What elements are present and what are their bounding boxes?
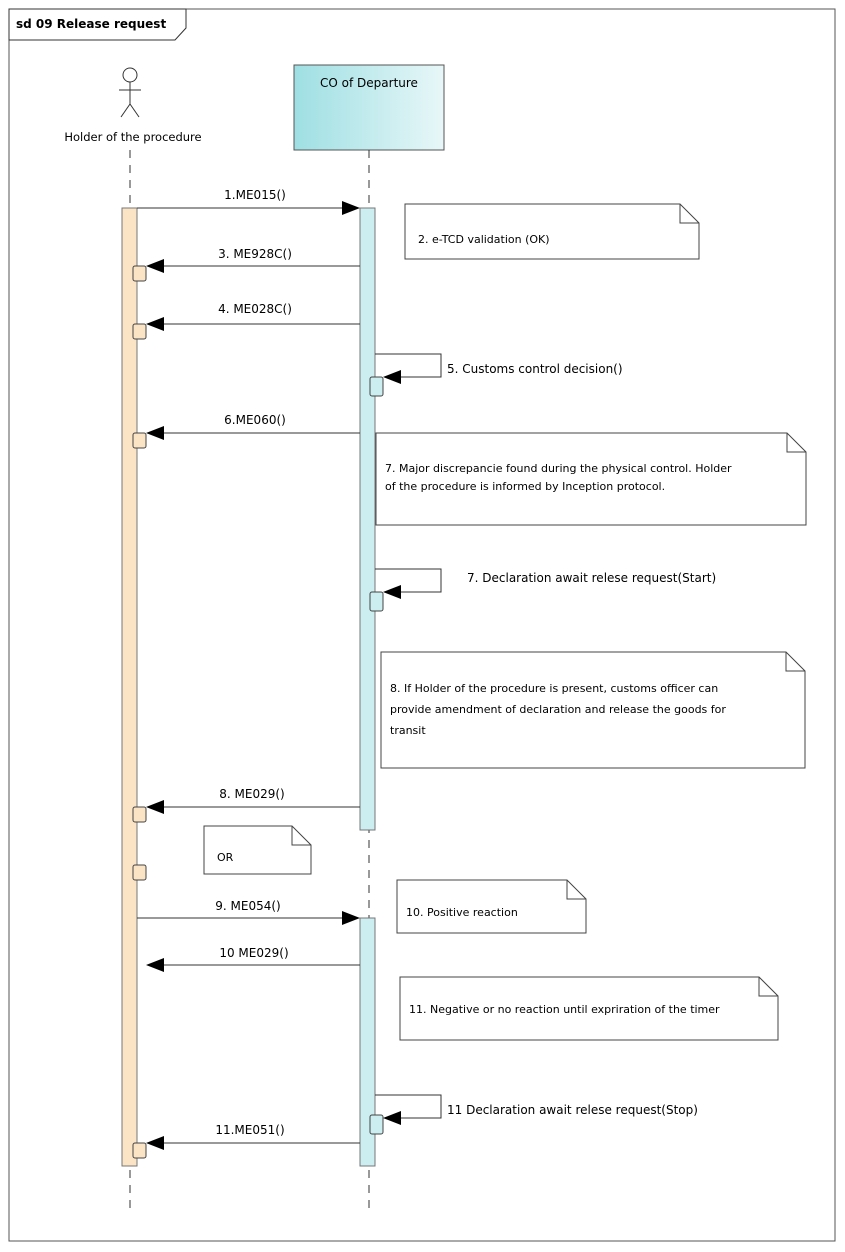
co-exec-box-7 bbox=[369, 591, 384, 612]
holder-exec-box-4 bbox=[132, 323, 147, 340]
co-exec-box-5 bbox=[369, 376, 384, 397]
message-7-arrowhead bbox=[383, 585, 401, 599]
note-or bbox=[203, 825, 312, 875]
note-7-line-2: of the procedure is informed by Inceptio… bbox=[385, 480, 665, 493]
note-8-line-1: 8. If Holder of the procedure is present… bbox=[390, 682, 718, 695]
message-4-label: 4. ME028C() bbox=[218, 302, 292, 316]
note-10-fold bbox=[566, 880, 586, 900]
frame-title: sd 09 Release request bbox=[16, 17, 166, 31]
message-1-label: 1.ME015() bbox=[224, 188, 286, 202]
message-7-label: 7. Declaration await relese request(Star… bbox=[467, 571, 716, 585]
message-6-label: 6.ME060() bbox=[224, 413, 286, 427]
holder-label: Holder of the procedure bbox=[64, 130, 201, 144]
note-11-fold bbox=[758, 977, 778, 997]
message-9-label: 9. ME054() bbox=[215, 899, 280, 913]
holder-exec-box-3 bbox=[132, 265, 147, 282]
note-or-line-1: OR bbox=[217, 851, 234, 864]
message-11-self-label: 11 Declaration await relese request(Stop… bbox=[447, 1103, 698, 1117]
co-label: CO of Departure bbox=[320, 76, 418, 90]
message-5-label: 5. Customs control decision() bbox=[447, 362, 623, 376]
frame-title-tab bbox=[8, 8, 187, 41]
note-2-fold bbox=[679, 204, 699, 224]
holder-exec-box-6 bbox=[132, 432, 147, 449]
holder-actor-icon bbox=[119, 67, 141, 118]
message-10-arrowhead bbox=[146, 958, 164, 972]
note-or-fold bbox=[291, 826, 311, 846]
note-8-line-3: transit bbox=[390, 724, 426, 737]
co-activation-bar-1 bbox=[359, 207, 376, 831]
note-11-line-1: 11. Negative or no reaction until exprir… bbox=[409, 1003, 720, 1016]
message-7-line bbox=[375, 568, 442, 593]
message-6-arrowhead bbox=[146, 426, 164, 440]
note-2 bbox=[404, 203, 700, 260]
holder-activation-bar bbox=[121, 207, 138, 1167]
holder-exec-box-11 bbox=[132, 1142, 147, 1159]
note-11 bbox=[399, 976, 779, 1041]
message-5-line bbox=[375, 353, 442, 378]
note-10-line-1: 10. Positive reaction bbox=[406, 906, 518, 919]
holder-exec-box-10 bbox=[132, 864, 147, 881]
note-8-fold bbox=[785, 652, 805, 672]
message-4-arrowhead bbox=[146, 317, 164, 331]
message-11-self-arrowhead bbox=[383, 1111, 401, 1125]
message-1-arrowhead bbox=[342, 201, 360, 215]
message-3-arrowhead bbox=[146, 259, 164, 273]
message-8-arrowhead bbox=[146, 800, 164, 814]
message-11-label: 11.ME051() bbox=[215, 1123, 284, 1137]
note-7-line-1: 7. Major discrepancie found during the p… bbox=[385, 462, 732, 475]
message-3-label: 3. ME928C() bbox=[218, 247, 292, 261]
note-8-line-2: provide amendment of declaration and rel… bbox=[390, 703, 726, 716]
message-5-arrowhead bbox=[383, 370, 401, 384]
message-9-arrowhead bbox=[342, 911, 360, 925]
co-exec-box-11 bbox=[369, 1114, 384, 1135]
frame-border bbox=[8, 8, 836, 1242]
message-8-label: 8. ME029() bbox=[219, 787, 284, 801]
note-2-line-1: 2. e-TCD validation (OK) bbox=[418, 233, 550, 246]
co-activation-bar-2 bbox=[359, 917, 376, 1167]
message-11-arrowhead bbox=[146, 1136, 164, 1150]
note-8 bbox=[380, 651, 806, 769]
holder-exec-box-8 bbox=[132, 806, 147, 823]
message-11-self-line bbox=[375, 1094, 442, 1119]
note-7-fold bbox=[786, 433, 806, 453]
note-10 bbox=[396, 879, 587, 934]
note-7 bbox=[375, 432, 807, 526]
message-10-label: 10 ME029() bbox=[219, 946, 288, 960]
